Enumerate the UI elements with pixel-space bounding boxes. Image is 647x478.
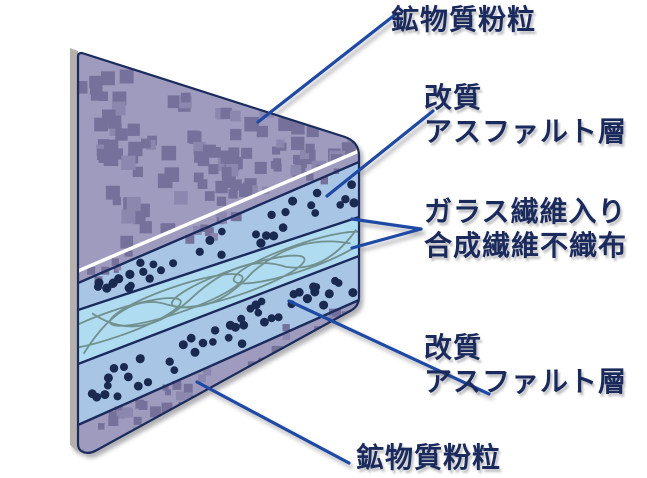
white-divider-line [78,149,359,273]
label-line: 鉱物質粉粒 [391,4,537,35]
label-line: アスファルト層 [424,366,628,397]
leader-lines [195,12,491,465]
layer-fiber-core [78,217,359,364]
leader-asphalt-bottom [287,299,491,396]
label-modified-asphalt-top: 改質 アスファルト層 [424,81,627,149]
label-mineral-granules-bottom: 鉱物質粉粒 [356,441,501,475]
label-line: 合成繊維不織布 [424,230,628,261]
label-modified-asphalt-bottom: 改質 アスファルト層 [424,331,627,399]
layer-divider-lines [78,149,359,427]
asphalt-dots [93,180,359,293]
label-line: アスファルト層 [424,116,628,147]
sheet-body [78,53,359,453]
leader-fiber-lower [350,227,423,250]
label-line: 改質 [424,82,483,113]
leader-asphalt-top [325,109,435,198]
label-line: ガラス繊維入り [424,196,627,227]
label-mineral-granules-top: 鉱物質粉粒 [391,3,536,37]
leader-mineral-top [256,12,398,124]
label-line: 鉱物質粉粒 [356,442,502,473]
leader-fiber-upper [350,217,423,231]
label-line: 改質 [424,332,483,363]
asphalt-dots [87,276,358,402]
label-glass-fiber-nonwoven: ガラス繊維入り 合成繊維不織布 [424,195,627,263]
sheet-outline [76,51,361,454]
leader-mineral-bottom [195,380,351,465]
fiber-swirls [78,229,359,355]
sheet-left-edge [70,48,78,452]
